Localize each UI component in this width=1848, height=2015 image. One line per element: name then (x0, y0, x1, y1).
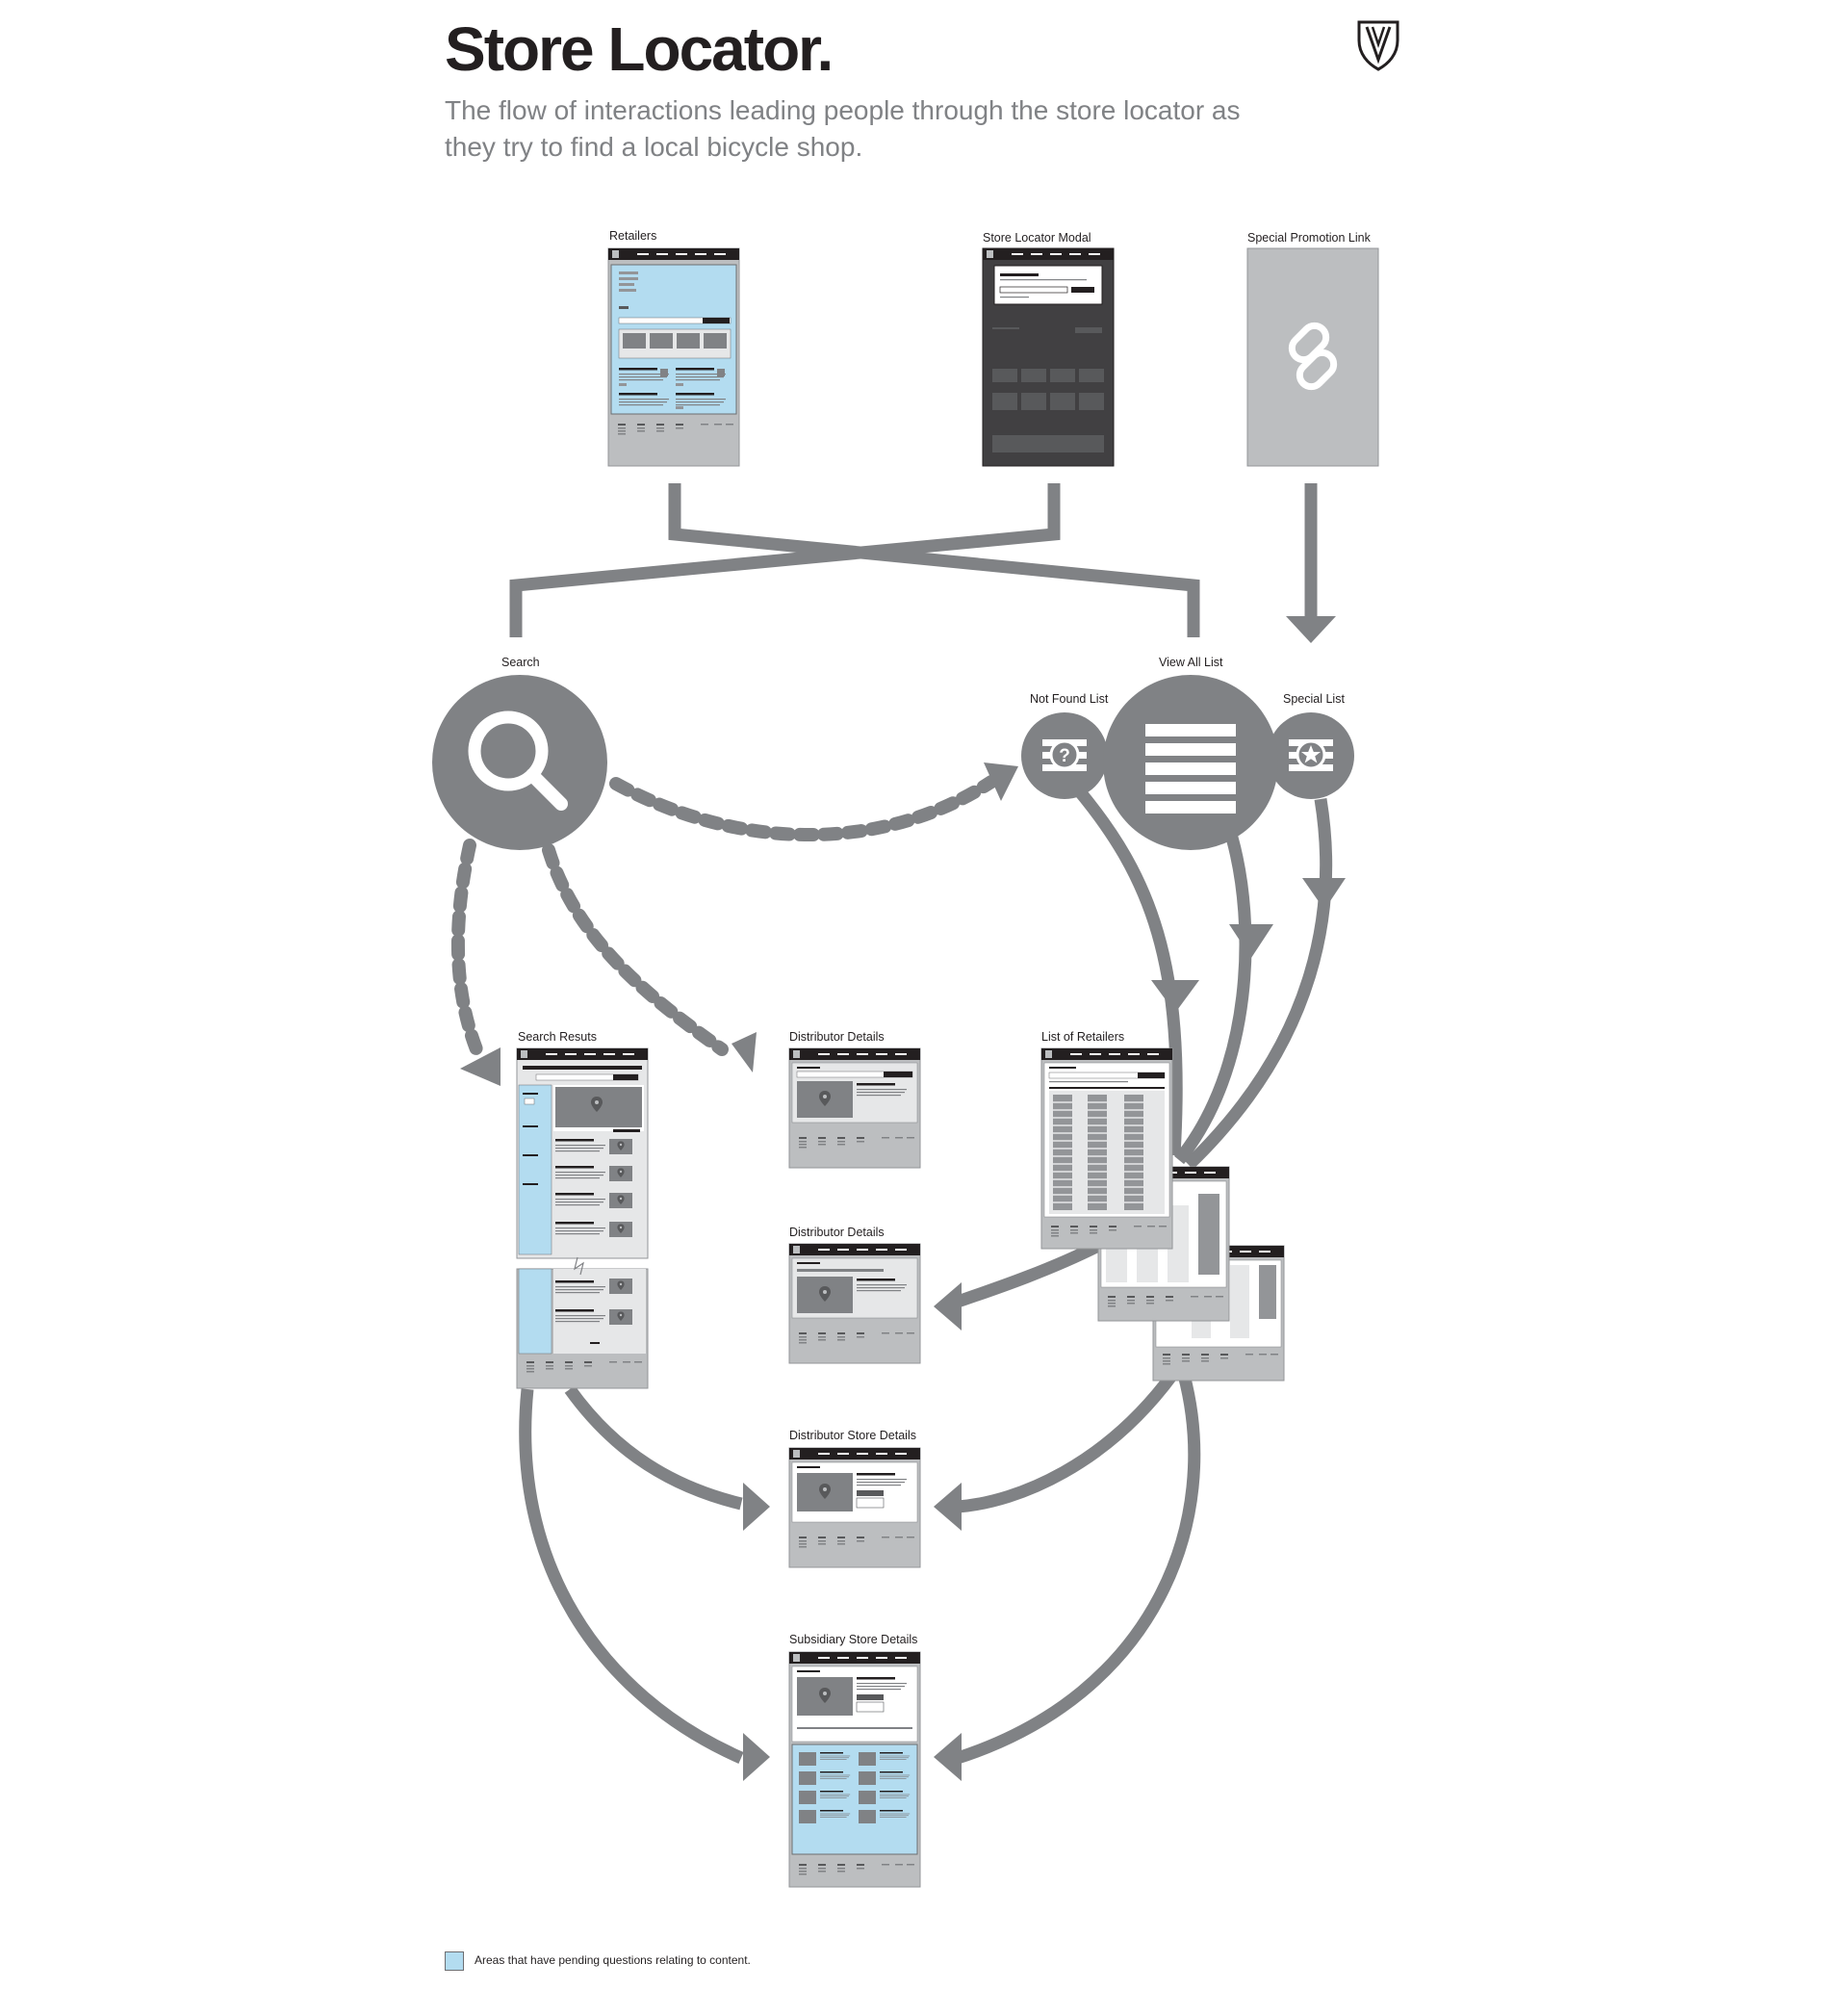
svg-text:?: ? (1059, 746, 1070, 766)
label-distributor-details-1: Distributor Details (789, 1030, 885, 1044)
list-icon (1145, 724, 1236, 814)
label-list-of-retailers: List of Retailers (1041, 1030, 1125, 1044)
wireframe-store-locator-modal[interactable] (982, 247, 1115, 467)
solid-arrowheads (743, 878, 1346, 1781)
shield-logo-icon (1357, 20, 1399, 71)
page-title: Store Locator. (445, 14, 834, 84)
legend-text: Areas that have pending questions relati… (475, 1953, 751, 1967)
search-icon (468, 710, 549, 791)
label-search: Search (501, 656, 540, 669)
break-mark (574, 1256, 584, 1276)
label-not-found-list: Not Found List (1030, 692, 1109, 706)
dashed-flows (450, 775, 998, 1056)
wireframe-retailers[interactable] (607, 247, 740, 467)
label-subsidiary-store-details: Subsidiary Store Details (789, 1633, 918, 1646)
label-retailers: Retailers (609, 229, 657, 243)
label-distributor-details-2: Distributor Details (789, 1226, 885, 1239)
link-icon (1288, 322, 1338, 391)
dashed-arrowhead-search-results (460, 1047, 500, 1086)
search-node[interactable] (432, 675, 607, 850)
wireframe-search-results[interactable] (516, 1047, 649, 1259)
wireframe-distributor-store-details[interactable] (788, 1447, 921, 1568)
legend-swatch (445, 1951, 464, 1971)
wireframe-subsidiary-store-details[interactable] (788, 1651, 921, 1888)
label-special-list: Special List (1283, 692, 1345, 706)
wireframe-distributor-details-2[interactable] (788, 1243, 921, 1364)
label-view-all-list: View All List (1159, 656, 1223, 669)
promo-arrowhead (1286, 616, 1336, 643)
view-all-list-node[interactable] (1103, 675, 1278, 850)
label-special-promotion-link: Special Promotion Link (1247, 231, 1371, 245)
label-distributor-store-details: Distributor Store Details (789, 1429, 916, 1442)
wireframe-distributor-details-1[interactable] (788, 1047, 921, 1169)
dashed-arrowhead-distributor (732, 1032, 757, 1072)
label-search-results: Search Resuts (518, 1030, 597, 1044)
star-icon (1301, 745, 1321, 763)
not-found-list-node[interactable]: ? (1021, 712, 1108, 799)
special-list-node[interactable] (1268, 712, 1354, 799)
top-connectors (509, 483, 1200, 637)
wireframe-list-of-retailers-1[interactable] (1040, 1047, 1173, 1250)
page-subtitle: The flow of interactions leading people … (445, 95, 1241, 162)
label-store-locator-modal: Store Locator Modal (983, 231, 1091, 245)
list-flows (519, 785, 1333, 1765)
dashed-arrowhead-view-all (984, 762, 1018, 801)
question-icon (1049, 739, 1080, 770)
wireframe-special-promotion-link[interactable] (1246, 247, 1379, 467)
wireframe-search-results-continued[interactable] (516, 1268, 649, 1389)
